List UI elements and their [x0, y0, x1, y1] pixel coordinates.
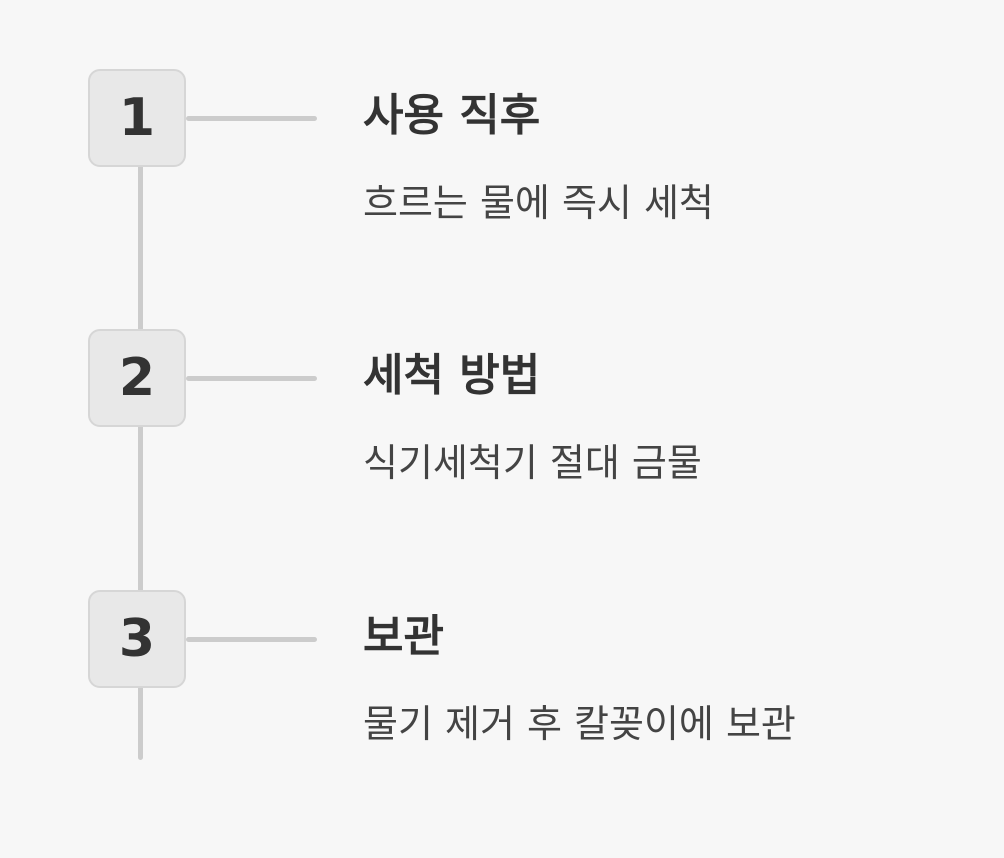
- step-number-badge: 1: [88, 69, 186, 167]
- timeline-vertical-line: [138, 680, 143, 760]
- timeline-vertical-line: [138, 160, 143, 338]
- step-description: 물기 제거 후 칼꽂이에 보관: [363, 702, 796, 746]
- step-title: 세척 방법: [363, 350, 541, 401]
- step-number-badge: 2: [88, 329, 186, 427]
- step-1: 1 사용 직후 흐르는 물에 즉시 세척: [0, 69, 1004, 249]
- step-number-badge: 3: [88, 590, 186, 688]
- step-connector-line: [186, 116, 317, 121]
- step-title: 사용 직후: [363, 90, 541, 141]
- step-description: 식기세척기 절대 금물: [363, 441, 702, 485]
- step-title: 보관: [363, 611, 444, 662]
- step-connector-line: [186, 376, 317, 381]
- step-description: 흐르는 물에 즉시 세척: [363, 181, 714, 225]
- timeline-vertical-line: [138, 420, 143, 598]
- step-3: 3 보관 물기 제거 후 칼꽂이에 보관: [0, 590, 1004, 770]
- step-2: 2 세척 방법 식기세척기 절대 금물: [0, 329, 1004, 509]
- step-connector-line: [186, 637, 317, 642]
